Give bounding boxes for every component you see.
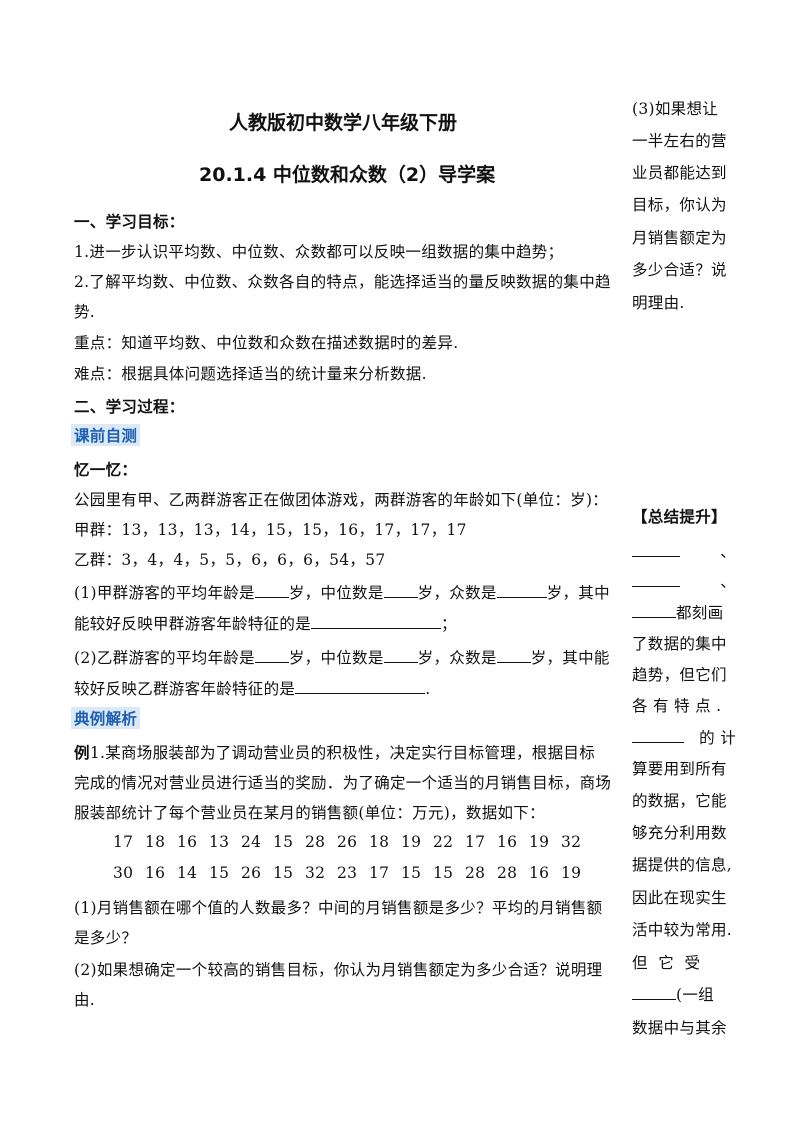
summary-line: 各 有 特 点 .	[632, 697, 722, 715]
side-q3-line: 一半左右的营	[632, 132, 727, 150]
side-q3-line: (3)如果想让	[632, 100, 719, 118]
example-line-3: 服装部统计了每个营业员在某月的销售额(单位：万元)，数据如下：	[74, 804, 545, 822]
goal-2-cont: 势.	[74, 303, 96, 321]
side-q3-line: 业员都能达到	[632, 164, 727, 182]
question-1: (1)甲群游客的平均年龄是岁，中位数是岁，众数是岁，其中	[74, 581, 610, 603]
key-point: 重点：知道平均数、中位数和众数在描述数据时的差异.	[74, 334, 459, 352]
question-1-cont: 能较好反映甲群游客年龄特征的是；	[74, 612, 457, 634]
lesson-title: 20.1.4 中位数和众数（2）导学案	[199, 164, 496, 186]
example-question-1-cont: 是多少？	[74, 929, 138, 947]
side-q3-line: 明理由.	[632, 294, 685, 312]
summary-heading: 【总结提升】	[632, 508, 727, 526]
side-q3-line: 目标，你认为	[632, 196, 727, 214]
summary-line: (一组	[632, 983, 714, 1005]
goal-2: 2.了解平均数、中位数、众数各自的特点，能选择适当的量反映数据的集中趋	[74, 273, 611, 291]
blank[interactable]	[632, 602, 676, 618]
question-2: (2)乙群游客的平均年龄是岁，中位数是岁，众数是岁，其中能	[74, 646, 610, 668]
difficulty: 难点：根据具体问题选择适当的统计量来分析数据.	[74, 365, 427, 383]
blank[interactable]	[383, 582, 418, 598]
blank[interactable]	[254, 647, 289, 663]
example-line-1: 例1.某商场服装部为了调动营业员的积极性，决定实行目标管理，根据目标	[74, 744, 596, 762]
example-question-2: (2)如果想确定一个较高的销售目标，你认为月销售额定为多少合适？说明理	[74, 961, 603, 979]
summary-line: 但 它 受	[632, 954, 701, 972]
summary-line: 了数据的集中	[632, 635, 727, 653]
summary-line: 算要用到所有	[632, 760, 727, 778]
summary-line: 、	[632, 570, 736, 592]
summary-line: 数据中与其余	[632, 1019, 727, 1037]
document-title: 人教版初中数学八年级下册	[229, 112, 458, 134]
recall-heading: 忆一忆：	[74, 461, 138, 479]
example-line-2: 完成的情况对营业员进行适当的奖励．为了确定一个适当的月销售目标，商场	[74, 774, 612, 792]
blank[interactable]	[496, 582, 547, 598]
intro-text: 公园里有甲、乙两群游客正在做团体游戏，两群游客的年龄如下(单位：岁)：	[74, 491, 609, 509]
example-tag: 典例解析	[71, 707, 141, 729]
summary-line: 因此在现实生	[632, 889, 727, 907]
blank[interactable]	[632, 984, 676, 1000]
pretest-tag: 课前自测	[71, 424, 141, 446]
blank[interactable]	[632, 571, 680, 587]
blank[interactable]	[254, 582, 289, 598]
side-q3-line: 多少合适？说	[632, 261, 727, 279]
blank[interactable]	[295, 678, 426, 694]
blank[interactable]	[311, 613, 442, 629]
side-q3-line: 月销售额定为	[632, 229, 727, 247]
example-question-1: (1)月销售额在哪个值的人数最多？中间的月销售额是多少？平均的月销售额	[74, 899, 603, 917]
summary-line: 都刻画	[632, 601, 723, 623]
group-a-ages: 甲群：13，13，13，14，15，15，16，17，17，17	[74, 521, 467, 539]
group-b-ages: 乙群：3，4，4，5，5，6，6，6，54，57	[74, 551, 386, 569]
blank[interactable]	[632, 541, 680, 557]
summary-line: 的 计	[632, 726, 736, 748]
summary-line: 的数据，它能	[632, 792, 727, 810]
summary-line: 够充分利用数	[632, 824, 727, 842]
summary-line: 据提供的信息,	[632, 856, 733, 874]
question-2-cont: 较好反映乙群游客年龄特征的是.	[74, 677, 430, 699]
summary-line: 、	[632, 540, 736, 562]
blank[interactable]	[496, 647, 531, 663]
summary-line: 趋势，但它们	[632, 666, 727, 684]
goal-1: 1.进一步认识平均数、中位数、众数都可以反映一组数据的集中趋势；	[74, 243, 564, 261]
summary-line: 活中较为常用.	[632, 921, 733, 939]
section-goals-heading: 一、学习目标：	[74, 213, 185, 231]
blank[interactable]	[632, 727, 684, 743]
section-process-heading: 二、学习过程：	[74, 398, 185, 416]
blank[interactable]	[383, 647, 418, 663]
example-question-2-cont: 由.	[74, 991, 96, 1009]
